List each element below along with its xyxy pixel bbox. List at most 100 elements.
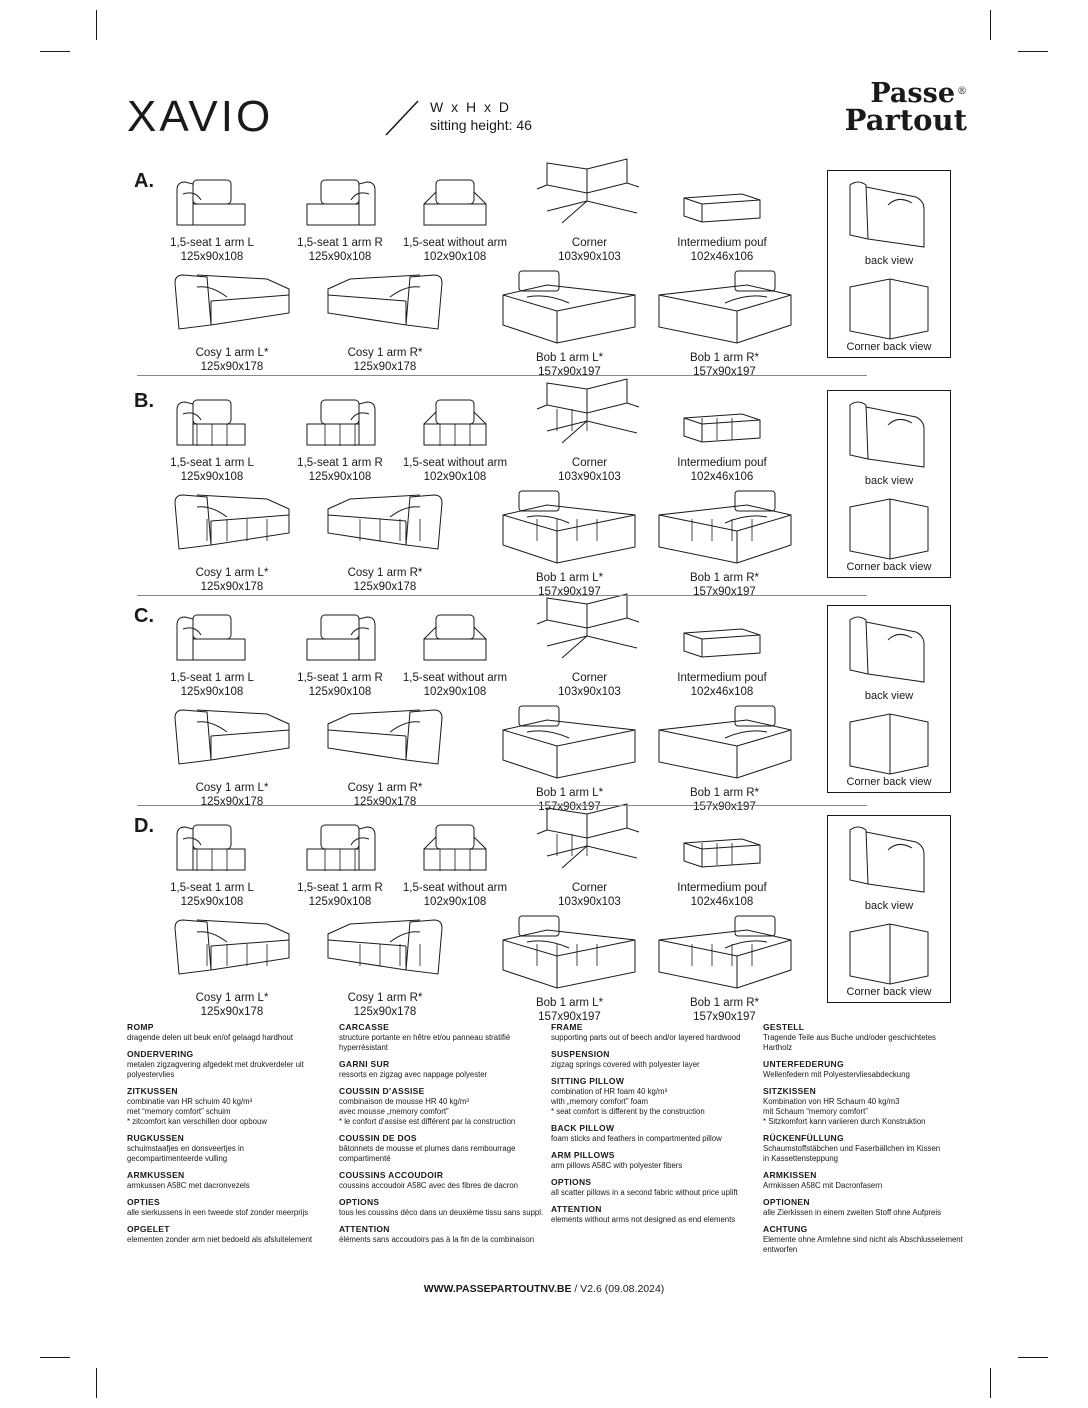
product-item: Corner 103x90x103 xyxy=(512,800,667,909)
cosyL-drawing xyxy=(152,700,312,780)
product-name: Intermedium pouf xyxy=(677,882,767,894)
product-size: 102x46x106 xyxy=(690,471,754,483)
brand-logo: Passe Partout ® xyxy=(844,78,967,137)
product-item: Bob 1 arm L* 157x90x197 xyxy=(482,485,657,599)
crop-mark xyxy=(40,1357,70,1358)
pouf-drawing xyxy=(657,605,787,670)
spec-heading: UNTERFEDERUNG xyxy=(763,1059,844,1069)
spec-block: BACK PILLOW foam sticks and feathers in … xyxy=(551,1123,756,1144)
spec-heading: GARNI SUR xyxy=(339,1059,390,1069)
spec-heading: OPTIONEN xyxy=(763,1197,810,1207)
spec-block: ARMKUSSEN armkussen A58C met dacronvezel… xyxy=(127,1170,332,1191)
corner-back-view-drawing xyxy=(849,278,929,340)
spec-heading: SITZKISSEN xyxy=(763,1086,817,1096)
back-view-label: back view xyxy=(864,900,914,912)
cosyL-drawing xyxy=(152,485,312,565)
bobL-drawing xyxy=(482,700,657,785)
section-letter: D. xyxy=(134,815,154,837)
back-view-drawing xyxy=(849,181,925,248)
spec-block: OPTIONS all scatter pillows in a second … xyxy=(551,1177,756,1198)
product-item: 1,5-seat 1 arm L 125x90x108 xyxy=(152,170,272,264)
corner-back-view-label: Corner back view xyxy=(846,561,932,573)
product-item: 1,5-seat without arm 102x90x108 xyxy=(395,390,515,484)
spec-text: combination of HR foam 40 kg/m³ with „me… xyxy=(551,1087,705,1116)
spec-heading: ATTENTION xyxy=(551,1204,602,1214)
product-item: 1,5-seat 1 arm R 125x90x108 xyxy=(280,390,400,484)
product-name: Corner xyxy=(571,672,608,684)
product-item: 1,5-seat 1 arm L 125x90x108 xyxy=(152,390,272,484)
spec-text: alle sierkussens in een tweede stof zond… xyxy=(127,1208,309,1217)
product-size: 125x90x178 xyxy=(200,1006,264,1018)
product-name: 1,5-seat 1 arm R xyxy=(297,882,383,894)
spec-heading: COUSSINS ACCOUDOIR xyxy=(339,1170,444,1180)
product-size: 157x90x197 xyxy=(538,1011,601,1023)
spec-heading: ARM PILLOWS xyxy=(551,1150,615,1160)
pouf-drawing xyxy=(657,815,787,880)
seatR-drawing xyxy=(280,390,400,455)
corner-back-view-drawing xyxy=(849,923,929,985)
product-size: 103x90x103 xyxy=(558,896,621,908)
spec-text: dragende delen uit beuk en/of gelaagd ha… xyxy=(127,1033,294,1042)
crop-mark xyxy=(1018,51,1048,52)
spec-block: GARNI SUR ressorts en zigzag avec nappag… xyxy=(339,1059,544,1080)
product-item: Intermedium pouf 102x46x108 xyxy=(657,815,787,909)
spec-heading: ACHTUNG xyxy=(763,1224,808,1234)
product-item: Cosy 1 arm R* 125x90x178 xyxy=(305,910,465,1019)
product-size: 125x90x178 xyxy=(353,361,417,373)
bobL-drawing xyxy=(482,265,657,350)
product-item: 1,5-seat without arm 102x90x108 xyxy=(395,170,515,264)
spec-block: COUSSIN D’ASSISE combinaison de mousse H… xyxy=(339,1086,544,1127)
spec-heading: OPTIONS xyxy=(339,1197,380,1207)
spec-block: GESTELL Tragende Teile aus Buche und/ode… xyxy=(763,1022,963,1053)
spec-heading: RUGKUSSEN xyxy=(127,1133,185,1143)
product-name: Bob 1 arm L* xyxy=(535,572,604,584)
product-item: Cosy 1 arm L* 125x90x178 xyxy=(152,910,312,1019)
product-item: 1,5-seat without arm 102x90x108 xyxy=(395,815,515,909)
spec-text: foam sticks and feathers in compartmente… xyxy=(551,1134,722,1143)
spec-block: ROMP dragende delen uit beuk en/of gelaa… xyxy=(127,1022,332,1043)
product-name: Bob 1 arm R* xyxy=(689,572,760,584)
spec-text: tous les coussins déco dans un deuxième … xyxy=(339,1208,544,1217)
product-size: 102x90x108 xyxy=(423,471,487,483)
crop-mark xyxy=(96,1368,97,1398)
product-size: 125x90x108 xyxy=(308,896,372,908)
spec-text: all scatter pillows in a second fabric w… xyxy=(551,1188,738,1197)
back-view-label: back view xyxy=(864,255,914,267)
spec-text: Schaumstoffstäbchen und Faserbällchen im… xyxy=(763,1144,941,1163)
seatL-drawing xyxy=(152,605,272,670)
spec-text: coussins accoudoir A58C avec des fibres … xyxy=(339,1181,518,1190)
product-item: Bob 1 arm R* 157x90x197 xyxy=(637,700,812,814)
pouf-drawing xyxy=(657,170,787,235)
product-item: Corner 103x90x103 xyxy=(512,155,667,264)
product-size: 125x90x178 xyxy=(200,796,264,808)
product-name: 1,5-seat 1 arm L xyxy=(170,457,254,469)
product-size: 157x90x197 xyxy=(693,1011,756,1023)
spec-heading: BACK PILLOW xyxy=(551,1123,615,1133)
seatR-drawing xyxy=(280,815,400,880)
product-size: 125x90x108 xyxy=(308,471,372,483)
spec-text: elementen zonder arm niet bedoeld als af… xyxy=(127,1235,313,1244)
product-item: Cosy 1 arm L* 125x90x178 xyxy=(152,700,312,809)
dimension-legend: W x H x D xyxy=(430,99,511,115)
product-item: 1,5-seat 1 arm R 125x90x108 xyxy=(280,605,400,699)
product-name: Corner xyxy=(571,457,608,469)
product-size: 125x90x108 xyxy=(180,686,244,698)
spec-heading: OPTIES xyxy=(127,1197,160,1207)
back-view-box: back view Corner back view xyxy=(827,815,951,1003)
product-size: 103x90x103 xyxy=(558,471,621,483)
product-item: Cosy 1 arm R* 125x90x178 xyxy=(305,485,465,594)
section-divider xyxy=(137,375,867,376)
back-view-label: back view xyxy=(864,690,914,702)
section-letter: C. xyxy=(134,605,154,627)
product-size: 103x90x103 xyxy=(558,251,621,263)
bobR-drawing xyxy=(637,485,812,570)
spec-text: zigzag springs covered with polyester la… xyxy=(551,1060,700,1069)
back-view-drawing xyxy=(849,826,925,893)
spec-block: FRAME supporting parts out of beech and/… xyxy=(551,1022,756,1043)
product-name: Cosy 1 arm R* xyxy=(347,992,423,1004)
spec-block: OPTIES alle sierkussens in een tweede st… xyxy=(127,1197,332,1218)
spec-text: Tragende Teile aus Buche und/oder geschi… xyxy=(763,1033,936,1052)
bobL-drawing xyxy=(482,910,657,995)
spec-text: éléments sans accoudoirs pas à la fin de… xyxy=(339,1235,535,1244)
bobR-drawing xyxy=(637,265,812,350)
